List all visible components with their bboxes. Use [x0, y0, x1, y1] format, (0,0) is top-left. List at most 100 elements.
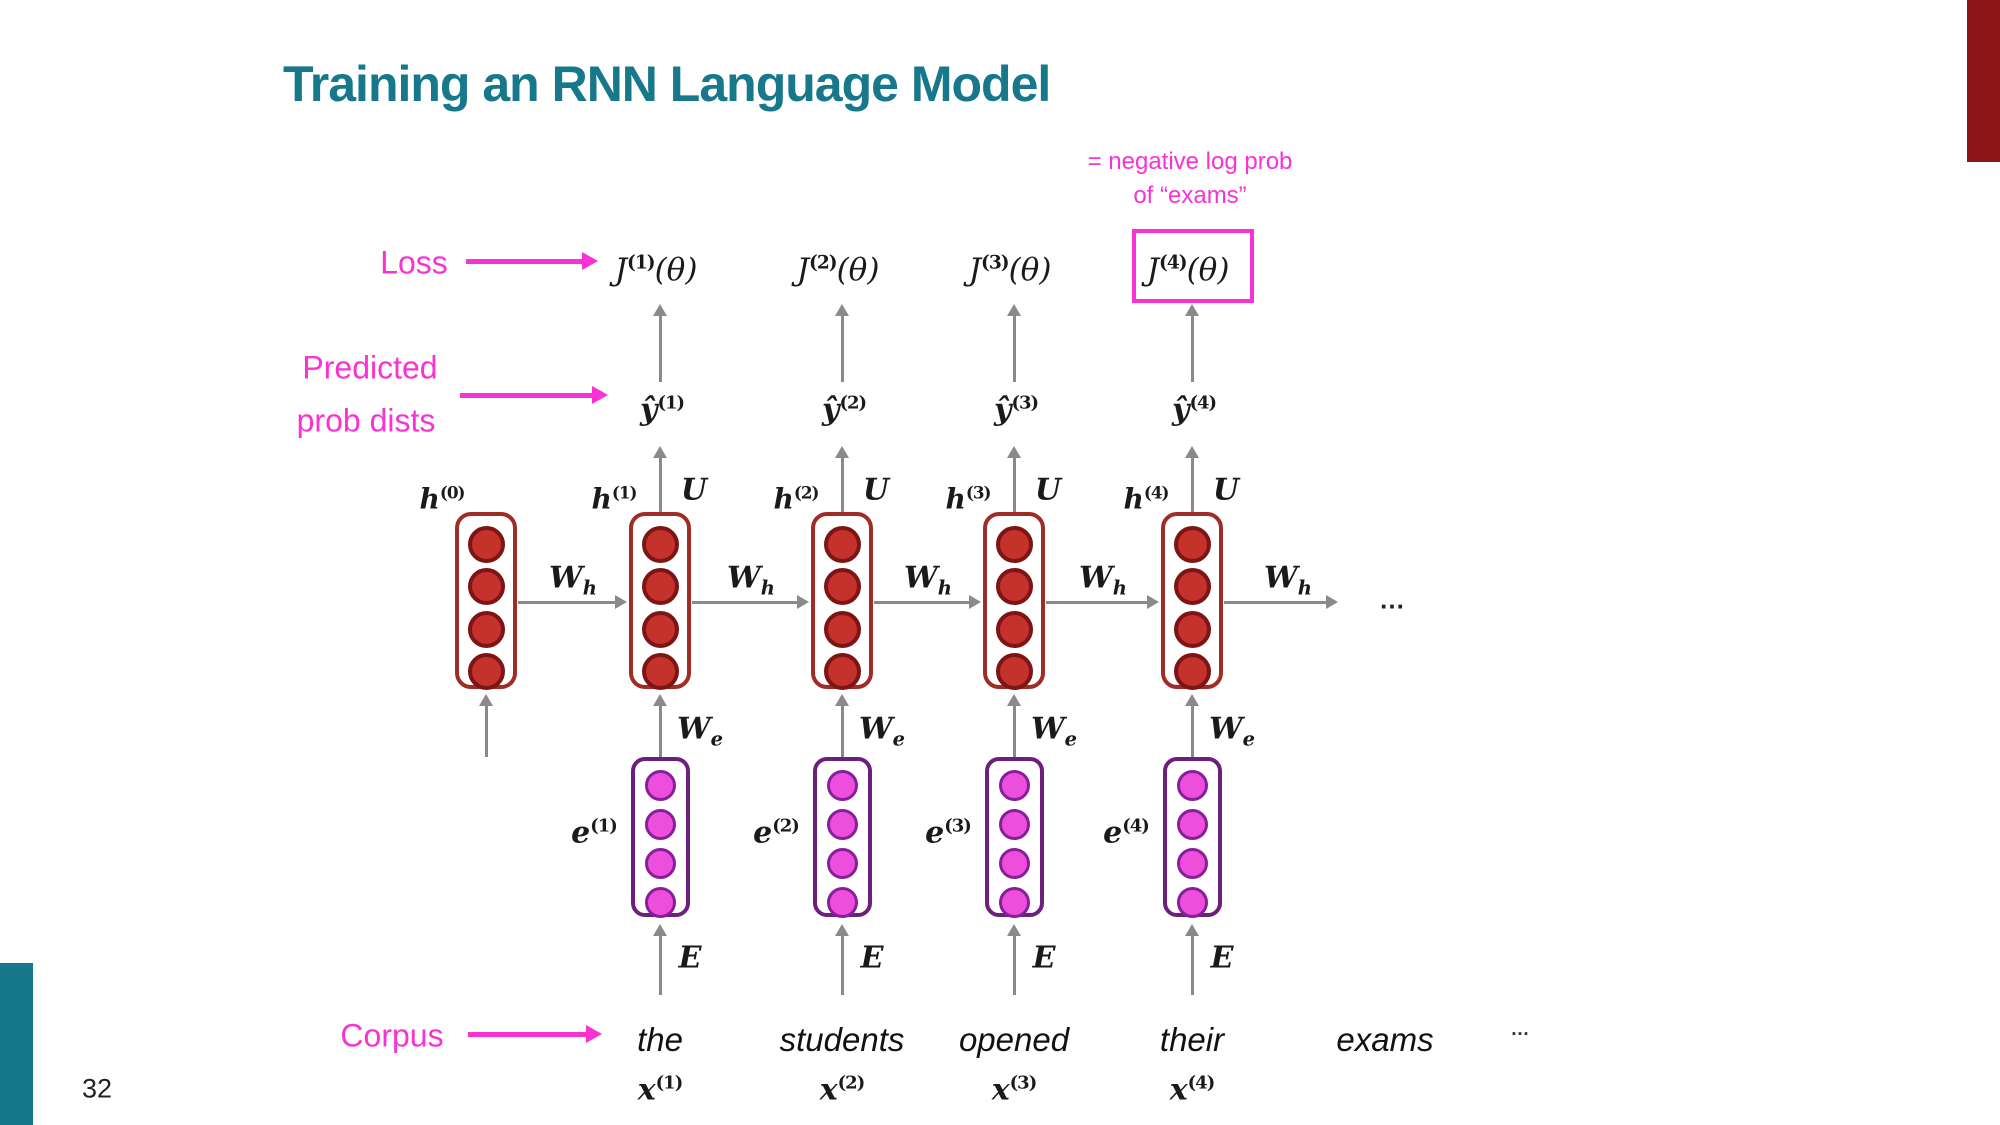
- arrow-yhat-to-loss-4-line: [1190, 313, 1194, 382]
- math-base: h: [773, 482, 794, 516]
- embedding-unit-4-2: [1176, 847, 1208, 879]
- math-base: ŷ: [640, 392, 658, 428]
- arrow-embed-2-head: [835, 924, 849, 936]
- page-number: 32: [81, 1073, 113, 1104]
- math-base: x: [1169, 1072, 1188, 1108]
- arrow-we-3-head: [1007, 694, 1021, 706]
- arrow-embed-1-line: [658, 933, 662, 995]
- math-sup: (4): [1189, 392, 1217, 414]
- math-base: W: [904, 560, 938, 596]
- math-sup: (4): [1187, 1072, 1216, 1094]
- x-label-1: x(1): [638, 1073, 683, 1108]
- arrow-wh-4-line: [1224, 600, 1328, 604]
- math-base: J: [1146, 252, 1160, 288]
- u-label-1: U: [681, 473, 707, 508]
- x-label-3: x(3): [991, 1072, 1037, 1108]
- hidden-unit-2-2: [823, 610, 861, 648]
- math-sub: e: [710, 727, 724, 751]
- arrow-u-2-head: [835, 446, 849, 458]
- math-base: h: [1123, 482, 1144, 516]
- wh-label-3: Wh: [1079, 561, 1127, 600]
- arrow-yhat-to-loss-1-head: [653, 304, 667, 316]
- wh-label-4: Wh: [1264, 561, 1312, 600]
- math-arg: (θ): [836, 252, 880, 288]
- h-label-4: h(4): [1123, 482, 1170, 516]
- math-sub: e: [892, 727, 906, 751]
- math-sup: (2): [793, 482, 820, 503]
- corpus-word-2: students: [779, 1021, 905, 1058]
- arrow-wh-2-head: [969, 595, 981, 609]
- loss-term-3: J(3)(θ): [969, 252, 1052, 288]
- arrow-we-0-head: [479, 694, 493, 706]
- math-base: E: [1210, 940, 1234, 976]
- math-base: E: [860, 940, 884, 976]
- math-sub: e: [1064, 727, 1078, 751]
- hidden-unit-3-2: [995, 610, 1033, 648]
- arrow-wh-4-head: [1326, 595, 1338, 609]
- hidden-unit-1-1: [641, 567, 679, 605]
- arrow-embed-4-line: [1190, 933, 1194, 995]
- math-sub: h: [760, 576, 775, 600]
- loss-arrow: [466, 252, 598, 270]
- math-base: h: [419, 482, 440, 516]
- arrow-wh-3-line: [1046, 600, 1149, 604]
- h-label-2: h(2): [773, 482, 820, 516]
- e-label-4: e(4): [1103, 816, 1150, 851]
- h-label-3: h(3): [946, 482, 992, 515]
- hidden-unit-3-3: [995, 652, 1033, 690]
- arrow-wh-0-line: [518, 600, 617, 604]
- arrow-embed-2-line: [840, 933, 844, 995]
- predicted-label-line2: prob dists: [296, 402, 436, 439]
- embed-matrix-label-3: E: [1033, 941, 1056, 976]
- math-base: x: [991, 1072, 1010, 1108]
- u-label-4: U: [1213, 473, 1239, 508]
- math-sup: (1): [611, 482, 638, 503]
- math-base: J: [796, 252, 810, 288]
- embed-matrix-label-4: E: [1211, 941, 1234, 976]
- math-base: e: [571, 815, 591, 851]
- math-base: U: [1034, 472, 1062, 508]
- arrow-embed-3-head: [1007, 924, 1021, 936]
- bottom-left-accent-bar: [0, 963, 33, 1125]
- math-sub: h: [937, 576, 952, 600]
- neg-log-prob-note-line1: = negative log prob: [1087, 148, 1293, 175]
- arrow-u-3-head: [1007, 446, 1021, 458]
- arrow-wh-0-head: [615, 595, 627, 609]
- wh-label-2: Wh: [904, 561, 952, 600]
- hidden-unit-0-3: [467, 652, 505, 690]
- arrow-embed-1-head: [653, 924, 667, 936]
- e-label-2: e(2): [753, 815, 800, 851]
- math-sup: (2): [809, 252, 838, 274]
- loss-label: Loss: [380, 244, 448, 281]
- math-base: ŷ: [994, 392, 1012, 428]
- hidden-unit-2-3: [823, 652, 861, 690]
- math-arg: (θ): [654, 252, 698, 288]
- embedding-unit-2-2: [826, 847, 858, 879]
- wh-label-1: Wh: [727, 561, 775, 600]
- embedding-unit-1-0: [644, 769, 676, 801]
- math-base: h: [591, 482, 612, 516]
- loss-highlight-box: [1132, 229, 1254, 303]
- hidden-unit-3-1: [995, 567, 1033, 605]
- embedding-unit-3-1: [998, 808, 1030, 840]
- math-base: W: [549, 560, 583, 596]
- math-base: e: [925, 815, 945, 851]
- predicted-arrow: [460, 386, 608, 404]
- hidden-unit-2-1: [823, 567, 861, 605]
- corpus-word-4: their: [1159, 1021, 1225, 1058]
- loss-term-4: J(4)(θ): [1147, 252, 1230, 288]
- h-label-0: h(0): [419, 482, 466, 516]
- embedding-unit-2-0: [826, 769, 858, 801]
- math-base: W: [1079, 560, 1113, 596]
- yhat-1: ŷ(1): [640, 392, 685, 428]
- hidden-unit-4-0: [1173, 525, 1211, 563]
- e-label-3: e(3): [925, 815, 972, 851]
- math-sup: (2): [772, 815, 800, 837]
- math-sup: (3): [981, 252, 1010, 274]
- embedding-unit-4-0: [1176, 769, 1208, 801]
- embed-matrix-label-1: E: [679, 941, 702, 976]
- embedding-unit-2-3: [826, 886, 858, 918]
- hidden-unit-1-2: [641, 610, 679, 648]
- arrow-wh-1-head: [797, 595, 809, 609]
